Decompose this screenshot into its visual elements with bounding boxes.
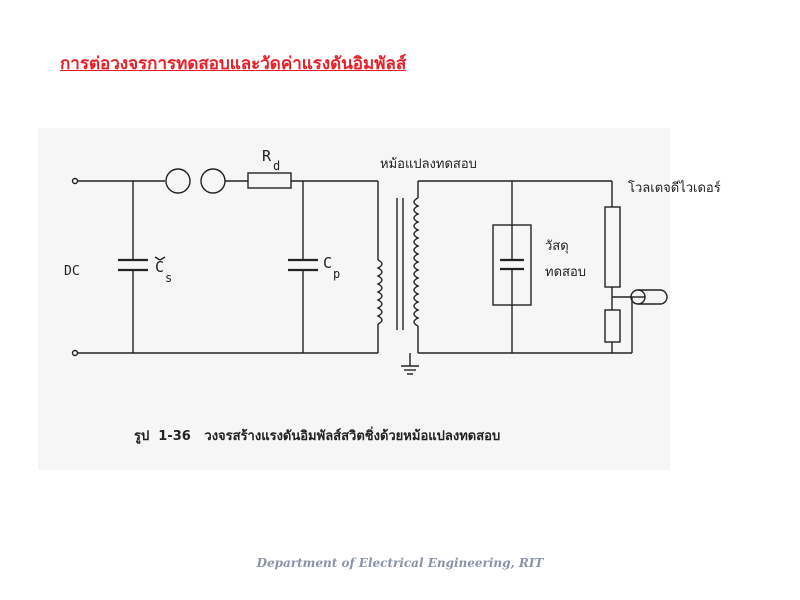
test-object xyxy=(492,181,532,353)
voltage-divider xyxy=(604,181,633,353)
capacitor-cs xyxy=(118,181,148,353)
cp-symbol: C xyxy=(323,254,332,272)
input-terminals xyxy=(71,177,378,357)
transformer-secondary xyxy=(413,181,420,353)
sphere-gap xyxy=(165,168,248,194)
page-title: การต่อวงจรการทดสอบและวัดค่าแรงดันอิมพัลส… xyxy=(60,54,407,74)
transformer-label: หม้อแปลงทดสอบ xyxy=(380,157,477,172)
ground-symbol xyxy=(401,353,419,375)
resistor-rd xyxy=(247,172,378,189)
cs-symbol: C xyxy=(155,258,164,276)
measurement-output-connector xyxy=(630,289,668,305)
rd-subscript: d xyxy=(273,159,280,173)
figure-background xyxy=(38,128,670,470)
cs-subscript: s xyxy=(165,271,172,285)
footer-department: Department of Electrical Engineering, RI… xyxy=(256,556,544,570)
test-object-label-1: วัสดุ xyxy=(545,239,569,254)
transformer-core xyxy=(396,198,404,330)
divider-label: โวลเตจดีไวเดอร์ xyxy=(628,180,721,196)
transformer-primary xyxy=(376,181,383,353)
rd-symbol: R xyxy=(262,147,272,165)
cp-subscript: p xyxy=(333,267,340,281)
test-object-label-2: ทดสอบ xyxy=(545,265,586,280)
figure-caption: รูป 1-36 วงจรสร้างแรงดันอิมพัลส์สวิตชิ่ง… xyxy=(134,426,500,444)
dc-label: DC xyxy=(64,264,80,279)
capacitor-cp xyxy=(288,181,318,353)
